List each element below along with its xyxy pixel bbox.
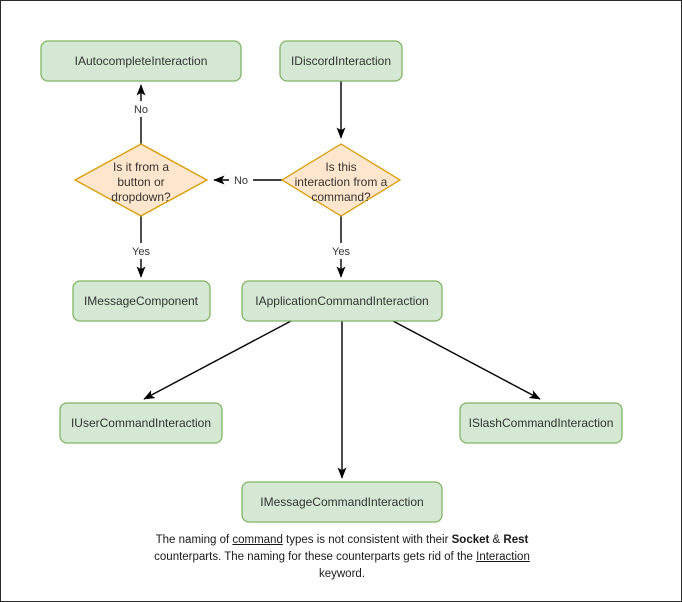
edge-question-command-to-application-command: Yes xyxy=(328,216,356,278)
node-label-question-button-line1: Is it from a xyxy=(113,160,169,174)
node-label-slash-command-interaction: ISlashCommandInteraction xyxy=(469,416,614,430)
node-label-question-command-line2: interaction from a xyxy=(295,175,388,189)
caption-line2-mid: & xyxy=(489,534,504,546)
node-label-question-button-line3: dropdown? xyxy=(111,190,171,204)
edge-label-no-vertical: No xyxy=(134,104,148,116)
node-slash-command-interaction[interactable]: ISlashCommandInteraction xyxy=(459,402,623,444)
edge-question-command-to-question-button: No xyxy=(213,172,282,188)
edge-label-yes-right: Yes xyxy=(332,246,350,258)
caption-line3-pre: counterparts gets rid of the xyxy=(336,551,477,563)
node-discord-interaction[interactable]: IDiscordInteraction xyxy=(279,40,403,82)
edge-application-command-to-user-command xyxy=(143,320,292,400)
edge-application-command-to-slash-command xyxy=(392,320,541,400)
node-autocomplete-interaction[interactable]: IAutocompleteInteraction xyxy=(40,40,242,82)
node-application-command-interaction[interactable]: IApplicationCommandInteraction xyxy=(241,280,443,322)
node-question-button-or-dropdown[interactable]: Is it from a button or dropdown? xyxy=(73,143,209,217)
node-label-user-command-interaction: IUserCommandInteraction xyxy=(71,416,211,430)
node-label-question-command-line1: Is this xyxy=(325,160,356,174)
node-label-question-command-line3: command? xyxy=(311,190,371,204)
edge-label-yes-left: Yes xyxy=(132,246,150,258)
node-label-message-command-interaction: IMessageCommandInteraction xyxy=(260,495,423,509)
diagram-caption: The naming of command types is not consi… xyxy=(142,532,542,583)
node-user-command-interaction[interactable]: IUserCommandInteraction xyxy=(59,402,223,444)
edge-question-button-to-message-component: Yes xyxy=(128,216,156,278)
node-label-question-button-line2: button or xyxy=(117,175,164,189)
node-label-message-component: IMessageComponent xyxy=(84,294,199,308)
node-question-interaction-from-command[interactable]: Is this interaction from a command? xyxy=(280,143,402,217)
caption-line1-post: types is not consistent with their xyxy=(282,534,449,546)
caption-line2-post: counterparts. The naming for these xyxy=(154,551,333,563)
caption-line3-post: keyword. xyxy=(318,568,366,580)
edge-question-button-to-autocomplete: No xyxy=(129,84,155,144)
node-message-component[interactable]: IMessageComponent xyxy=(72,280,211,322)
node-label-discord-interaction: IDiscordInteraction xyxy=(291,54,391,68)
caption-line1-underline: command xyxy=(232,534,283,546)
edge-label-no-horizontal: No xyxy=(234,175,248,187)
caption-bold-rest: Rest xyxy=(503,534,529,546)
caption-line3-underline: Interaction xyxy=(476,551,530,563)
node-label-application-command-interaction: IApplicationCommandInteraction xyxy=(255,294,428,308)
node-label-autocomplete-interaction: IAutocompleteInteraction xyxy=(75,54,208,68)
node-message-command-interaction[interactable]: IMessageCommandInteraction xyxy=(241,481,443,523)
caption-bold-socket: Socket xyxy=(451,534,490,546)
caption-line1-pre: The naming of xyxy=(155,534,233,546)
